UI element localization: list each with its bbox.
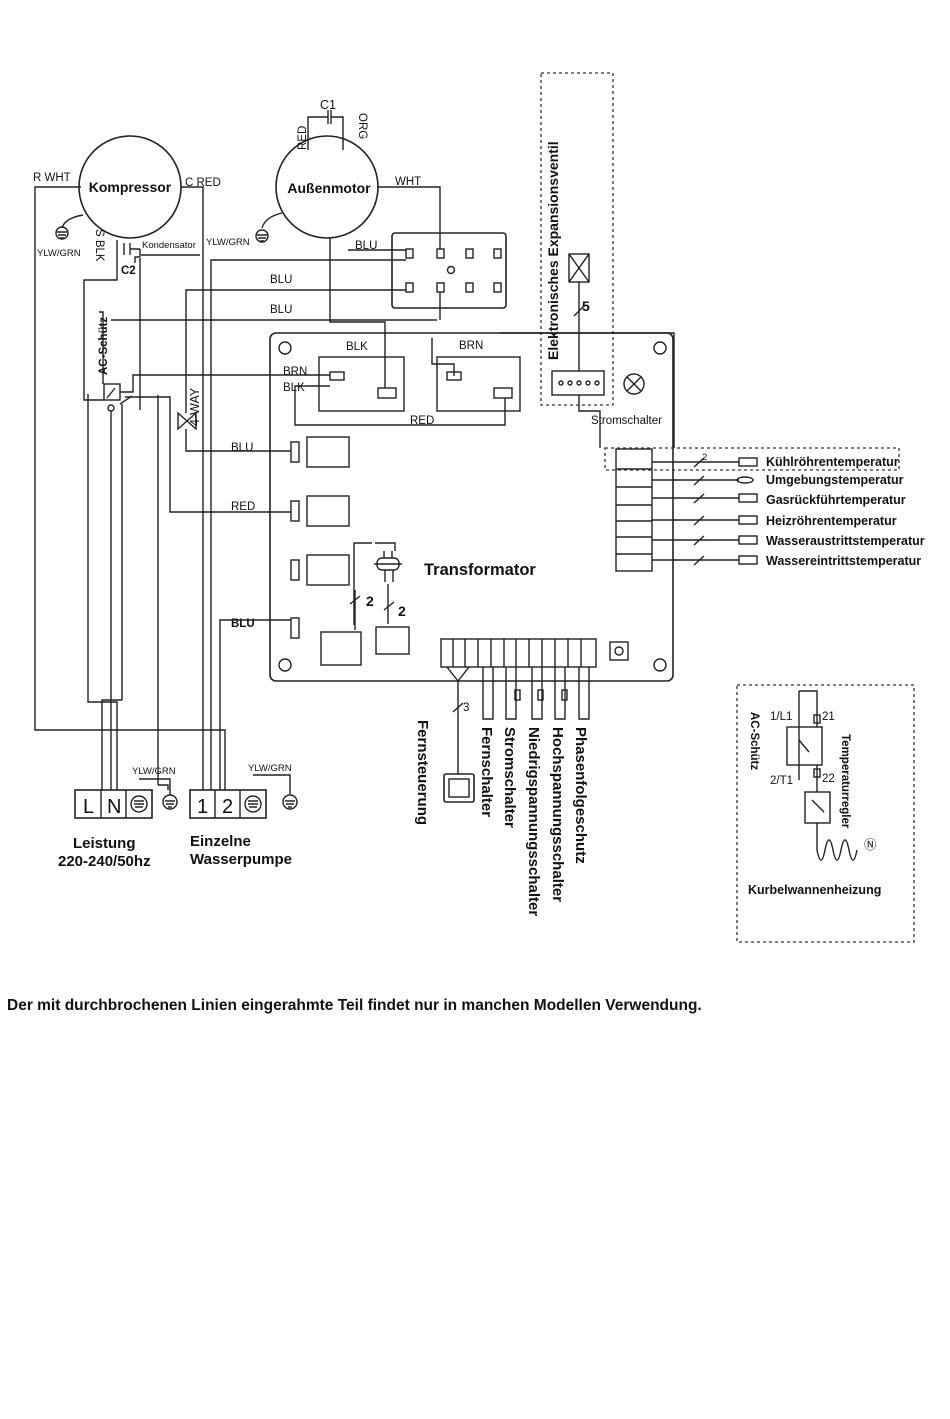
signal-label-0: Fernsteuerung [414,720,431,825]
bottom-signal-wiring [443,666,590,803]
capacitor-c1: C1 RED ORG [297,98,368,150]
pump-label-2: Wasserpumpe [190,851,292,868]
power-switch-label: Stromschalter [591,415,662,427]
contactor-t2: 2/T1 [770,775,793,787]
expansion-valve-icon [551,253,605,396]
blk-label-pcb: BLK [346,341,368,353]
r-wht-label: R WHT [33,172,71,184]
signal-label-2: Stromschalter [501,727,518,828]
motor-terminal-block [391,232,507,309]
signal-label-1: Fernschalter [478,727,495,817]
crankcase-heater-label: Kurbelwannenheizung [748,883,881,897]
sensor-label-1: Umgebungstemperatur [766,473,904,487]
wht-label: WHT [395,176,421,188]
blk-label-left: BLK [283,382,305,394]
contactor-detail-frame [736,684,915,943]
pump-ground-label: YLW/GRN [248,763,292,774]
ac-contactor-label: AC-Schütz [98,317,110,375]
pump-label-1: Einzelne [190,833,251,850]
contactor-t22: 22 [822,773,835,785]
terminal-2: 2 [222,796,233,818]
expansion-valve-label: Elektronisches Expansionsventil [545,141,561,360]
pump-ground-icon [253,774,298,810]
outdoor-motor-label: Außenmotor [287,180,371,196]
red-label: RED [297,126,309,150]
blu-label-motor-1: BLU [355,240,377,252]
neutral-icon: Ⓝ [864,838,877,852]
signal-label-4: Hochspannungsschalter [549,727,566,902]
transformer-wire-count-2: 2 [398,603,406,619]
power-terminal: L N [74,789,153,819]
contactor-t1: 1/L1 [770,711,792,723]
sensor-dashed-frame [604,447,900,471]
terminal-n: N [107,796,121,818]
sensor-wire-count: 2 [702,452,707,463]
four-way-valve-icon [177,411,197,431]
org-label: ORG [356,113,368,139]
power-rating: 220-240/50hz [58,853,151,870]
terminal-1: 1 [197,796,208,818]
expansion-valve-frame [540,72,614,406]
red-label-conn2: RED [231,501,255,513]
blu-label-motor-2: BLU [270,274,292,286]
wiring [34,186,675,790]
terminal-l: L [83,796,94,818]
compressor: Kompressor R WHT C RED S BLK [33,135,221,262]
pump-terminal: 1 2 [189,789,267,819]
transformer-icon [349,542,402,630]
c-red-label: C RED [185,177,221,189]
contactor-detail-label: AC-Schütz [748,712,760,770]
s-blk-label: S BLK [93,229,105,262]
condenser-label: Kondensator [142,240,196,251]
outdoor-motor: Außenmotor [275,135,379,239]
capacitor-c2: C2 Kondensator [116,240,196,277]
motor-ground-label: YLW/GRN [206,237,250,248]
contactor-detail [786,690,858,861]
sensor-label-2: Gasrückführtemperatur [766,493,906,507]
blu-label-conn4: BLU [231,618,255,630]
signal-label-3: Niedrigspannungsschalter [525,727,542,916]
signal-label-5: Phasenfolgeschutz [572,727,589,864]
sensor-label-5: Wassereintrittstemperatur [766,554,921,568]
compressor-ground-label: YLW/GRN [37,248,81,259]
wiring-diagram: Kompressor R WHT C RED S BLK YLW/GRN C2 … [33,72,925,943]
footnote: Der mit durchbrochenen Linien eingerahmt… [7,997,702,1014]
blu-label-conn1: BLU [231,442,253,454]
thermostat-label: Temperaturregler [839,734,851,829]
blu-label-motor-3: BLU [270,304,292,316]
four-way-label: 4-WAY [188,387,202,426]
compressor-ground-icon [55,214,84,240]
c2-label: C2 [121,265,136,277]
brn-label-pcb: BRN [459,340,483,352]
power-label: Leistung [73,835,136,852]
main-pcb [269,332,674,682]
remote-wire-count: 3 [463,702,469,714]
sensor-label-0: Kühlröhrentemperatur [766,455,899,469]
sensor-label-4: Wasseraustrittstemperatur [766,534,925,548]
power-ground-label: YLW/GRN [132,766,176,777]
power-ground-icon [139,778,178,810]
compressor-label: Kompressor [89,179,172,195]
c1-label: C1 [320,98,336,112]
red-label-pcb: RED [410,415,434,427]
valve-wire-count: 5 [582,298,590,314]
sensor-wiring [652,457,758,566]
brn-label-left: BRN [283,366,307,378]
transformer-wire-count-1: 2 [366,593,374,609]
motor-ground-icon [255,212,283,243]
contactor-t21: 21 [822,711,835,723]
sensor-label-3: Heizröhrentemperatur [766,514,897,528]
power-switch-icon [623,373,645,395]
transformer-label: Transformator [424,561,536,579]
